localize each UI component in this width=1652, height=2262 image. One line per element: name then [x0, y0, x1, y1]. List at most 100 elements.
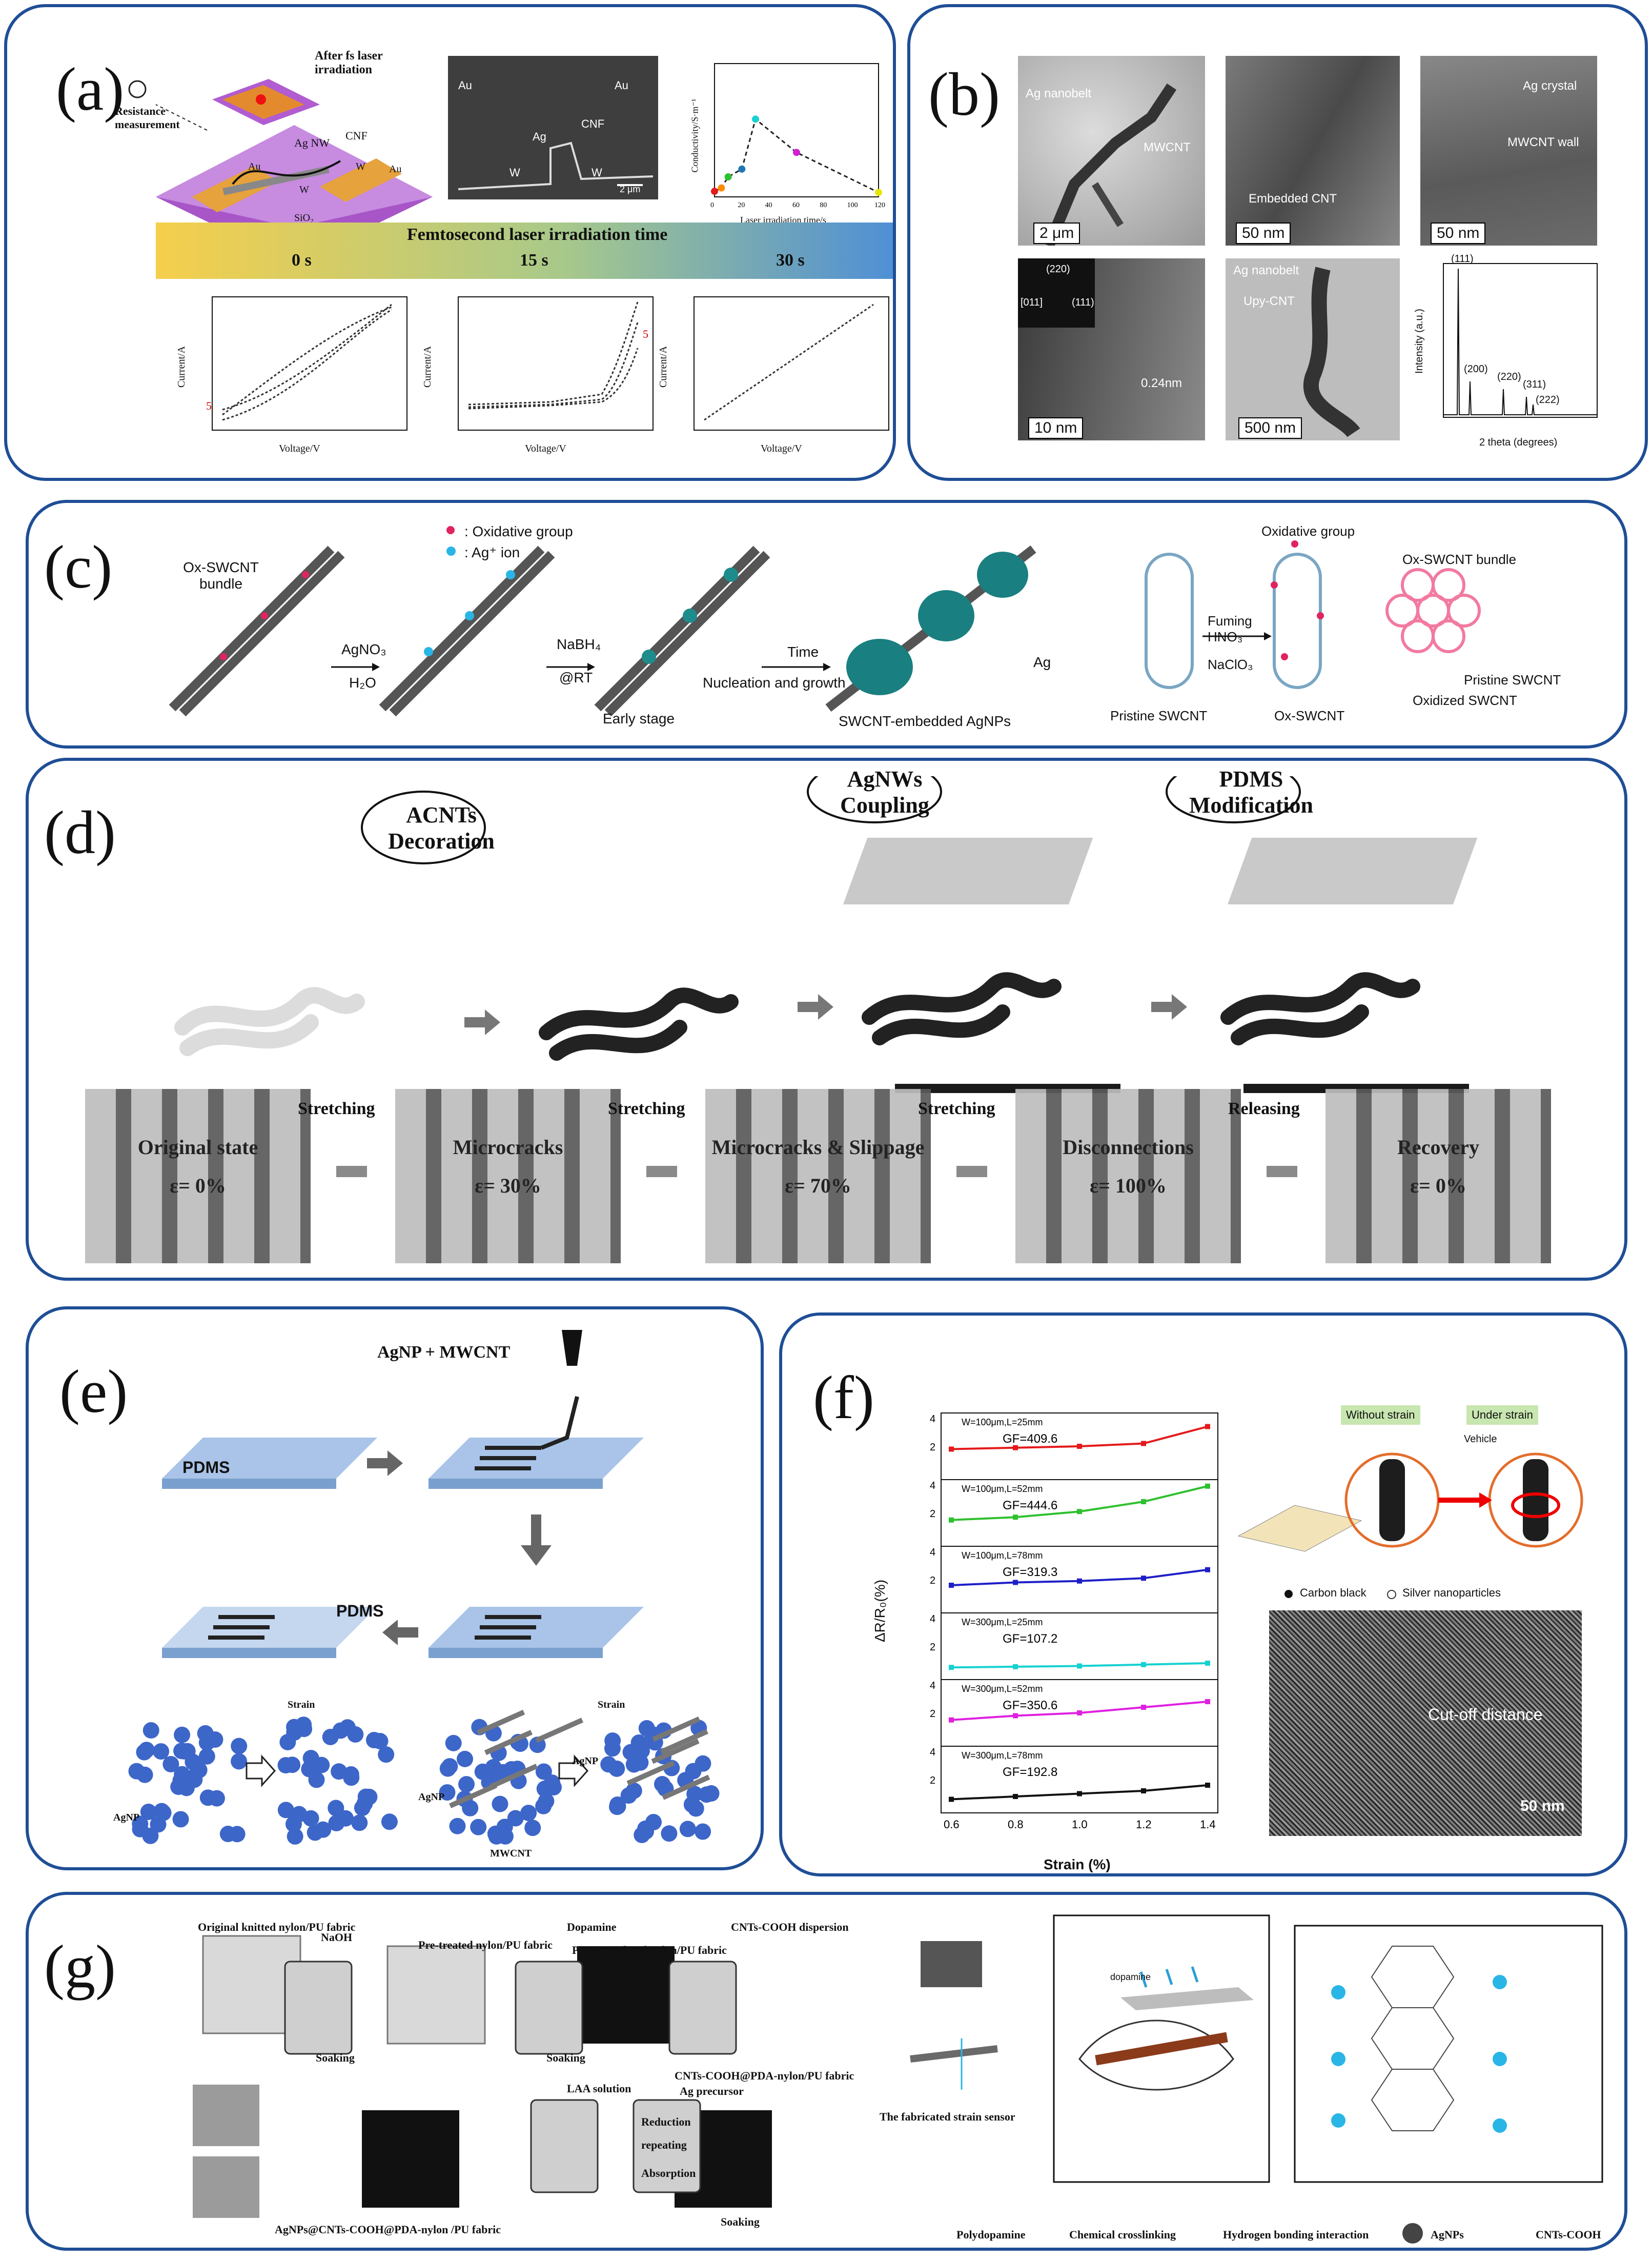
bubble-pdms: PDMS Modification [1189, 766, 1313, 818]
au-label-1: Au [248, 161, 261, 172]
embedded-label: SWCNT-embedded AgNPs [839, 713, 1011, 729]
strain-state-name: Disconnections [1063, 1136, 1194, 1159]
agnp-particle [207, 1731, 223, 1748]
sem-ag: Ag [533, 130, 546, 143]
agnp-particle [142, 1722, 159, 1739]
agnp-particle [357, 1788, 374, 1805]
agnp-particle [695, 1823, 711, 1840]
sem-au-1: Au [458, 79, 472, 92]
agnp-particle [174, 1766, 191, 1783]
gf-point [1077, 1578, 1082, 1584]
resistance-label: Resistance measurement [115, 105, 180, 131]
gf-chart: W=100μm,L=25mmGF=409.624W=100μm,L=52mmGF… [930, 1412, 1218, 1831]
sem-cnf: CNF [581, 117, 605, 130]
xrd-peak-222: (222) [1536, 394, 1560, 406]
silver-np-dot [1387, 1590, 1396, 1599]
pdms-label-1: PDMS [182, 1458, 230, 1477]
cond-point [711, 188, 718, 195]
au-label-2: Au [389, 164, 402, 175]
step1-bot: H₂O [349, 675, 376, 691]
sem-w-2: W [592, 166, 602, 179]
gf-xtick: 1.0 [1072, 1818, 1088, 1831]
xrd-plot [1443, 263, 1598, 418]
xrd-chart [1420, 258, 1597, 440]
gf-point [1077, 1444, 1082, 1449]
g-soaking-1: Soaking [316, 2051, 355, 2064]
g-absorption: Absorption [641, 2167, 696, 2179]
tem5-scale: 500 nm [1238, 417, 1302, 439]
tem4-d: 0.24nm [1141, 376, 1182, 390]
gf-point [1013, 1664, 1018, 1669]
agnp-particle [536, 1781, 553, 1798]
agnp-particle [470, 1819, 487, 1835]
g-cnts-pda: CNTs-COOH@PDA-nylon/PU fabric [675, 2069, 854, 2082]
tem1-ag-label: Ag nanobelt [1026, 87, 1092, 100]
after-laser-label: After fs laser irradiation [315, 49, 383, 76]
gf-point [1077, 1791, 1082, 1796]
agnp-particle [138, 1742, 155, 1759]
tem-image-2 [1226, 56, 1400, 246]
pristine2-label: Pristine SWCNT [1464, 672, 1561, 688]
ox-bundle-label: Ox-SWCNT bundle [1402, 552, 1517, 567]
saed-011: [011] [1021, 297, 1043, 308]
panel-g: (g) Original knitted nylon/PU fabric NaO… [26, 1892, 1627, 2251]
agnp-particle [140, 1804, 157, 1821]
tem3-scale: 50 nm [1431, 223, 1486, 244]
fabric-process-scheme [174, 776, 1478, 1093]
sem-au-2: Au [615, 79, 628, 92]
legend-agnps: AgNPs [1431, 2228, 1464, 2241]
agnp-particle [622, 1744, 639, 1761]
gf-ytick: 2 [930, 1642, 935, 1653]
panel-f-label: (f) [813, 1363, 874, 1431]
iv-ylabel-1: Current/A [176, 346, 188, 388]
xrd-peak-200: (200) [1464, 363, 1488, 375]
g-reduction: Reduction [641, 2115, 691, 2128]
gf-point [1077, 1509, 1082, 1514]
strain-arrow-label: Stretching [298, 1099, 375, 1118]
gf-subplot-frame [941, 1746, 1218, 1813]
g-pretreated: Pre-treated nylon/PU fabric [418, 1938, 553, 1951]
gf-point [1013, 1794, 1018, 1799]
cnf-label: CNF [345, 129, 368, 142]
strain-arrow [956, 1166, 987, 1177]
gf-xtick: 1.2 [1136, 1818, 1152, 1831]
agnp-particle [449, 1817, 466, 1834]
strain-arrow [646, 1166, 677, 1177]
laser-time-banner [156, 223, 893, 279]
legend-ag-dot [446, 547, 456, 556]
agnp-particle [686, 1786, 703, 1803]
agnp-particle [365, 1732, 382, 1749]
mwcnt-rod [626, 1760, 675, 1786]
tem3-wall: MWCNT wall [1507, 135, 1579, 149]
gf-value-label: GF=409.6 [1003, 1432, 1057, 1446]
xrd-peak-111: (111) [1451, 253, 1474, 265]
gf-point [1205, 1699, 1210, 1704]
agnp-particle [285, 1815, 302, 1832]
legend-ox: : Oxidative group [464, 523, 573, 539]
gf-point [1205, 1567, 1210, 1572]
agnp-particle [198, 1748, 215, 1765]
vehicle-scheme [1237, 1452, 1583, 1552]
cond-point [793, 149, 800, 156]
gf-point [1141, 1499, 1146, 1504]
gf-ytick: 4 [930, 1613, 935, 1625]
cond-point [752, 115, 759, 123]
strain-state-eps: ε= 0% [170, 1174, 226, 1197]
agnp-label-1: AgNP [113, 1812, 140, 1823]
agnp-particle [287, 1828, 303, 1845]
iv-chart-15s: 5 [458, 296, 654, 431]
gf-point [949, 1796, 954, 1802]
agnp-label-2: AgNP [418, 1791, 445, 1803]
legend-ox-dot [446, 526, 455, 534]
tem1-mwcnt-label: MWCNT [1144, 140, 1191, 154]
printing-scheme [162, 1330, 644, 1658]
fuming-label: Fuming HNO₃ [1208, 613, 1252, 644]
agnp-particle [277, 1802, 294, 1819]
process-arrow [558, 1754, 589, 1787]
panel-c: (c) : Oxidative group : Ag⁺ ion Ox-SWCNT… [26, 500, 1627, 749]
gf-point [1205, 1424, 1210, 1429]
gf-ytick: 4 [930, 1480, 935, 1491]
g-ag-prec: Ag precursor [680, 2085, 744, 2097]
device-schematic [128, 79, 433, 233]
g-sensor: The fabricated strain sensor [880, 2110, 1015, 2123]
